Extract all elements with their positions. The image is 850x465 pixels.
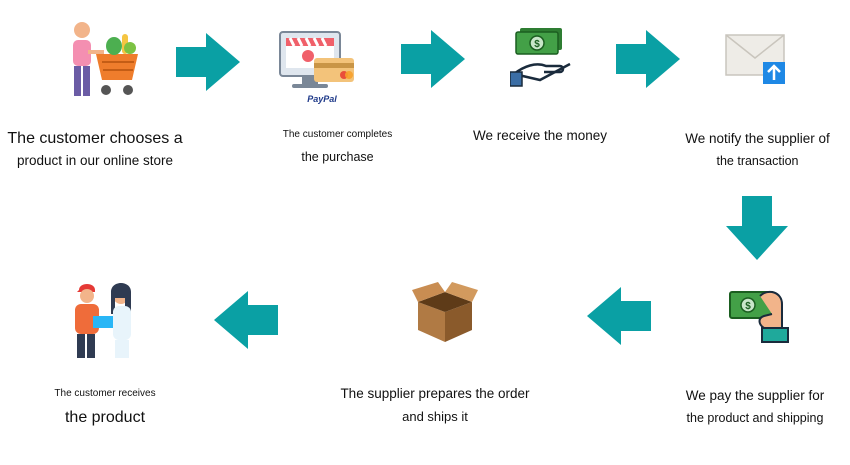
arrow-down-icon <box>726 196 788 260</box>
svg-text:$: $ <box>745 301 751 312</box>
step-notify: We notify the supplier of the transactio… <box>665 0 850 180</box>
mail-notification-icon <box>725 34 785 84</box>
arrow-right-icon <box>176 33 240 91</box>
hand-pay-money-icon: $ <box>729 290 789 343</box>
step-label-line2: and ships it <box>402 409 468 425</box>
arrow-left-icon <box>587 287 651 345</box>
step-label-line1: We receive the money <box>472 128 608 143</box>
step-label-line2: the product and shipping <box>686 411 824 426</box>
step-label-line1: The supplier prepares the order <box>340 386 530 401</box>
cardboard-box-icon <box>412 282 478 342</box>
step-label-line1: The customer receives <box>54 388 156 399</box>
online-store-payment-icon: PayPal <box>279 31 354 104</box>
arrow-right-icon <box>401 30 465 88</box>
step-label-line2: the product <box>64 408 146 426</box>
step-label-line2: the transaction <box>716 154 799 169</box>
step-label-line2: the purchase <box>301 149 374 164</box>
shopping-cart-customer-icon <box>73 22 138 96</box>
step-label-line1: We notify the supplier of <box>685 131 830 146</box>
step-pay: $ We pay the supplier for the product an… <box>660 270 850 465</box>
delivery-handover-icon <box>75 283 131 358</box>
hand-money-icon: $ <box>510 28 571 87</box>
step-label-line2: product in our online store <box>16 152 174 168</box>
svg-text:$: $ <box>534 39 540 50</box>
arrow-left-icon <box>214 291 278 349</box>
step-purchase: PayPal The customer completes the purcha… <box>250 0 430 180</box>
step-delivered: The customer receives the product <box>20 270 190 465</box>
step-label-line1: The customer chooses a <box>7 130 183 147</box>
step-receive: $ We receive the money <box>460 0 620 180</box>
step-label-line1: We pay the supplier for <box>685 388 825 403</box>
step-choose: The customer chooses a product in our on… <box>0 0 190 180</box>
step-label-line1: The customer completes <box>282 129 393 140</box>
paypal-logo: PayPal <box>307 94 337 104</box>
arrow-right-icon <box>616 30 680 88</box>
step-ship: The supplier prepares the order and ship… <box>320 270 550 465</box>
